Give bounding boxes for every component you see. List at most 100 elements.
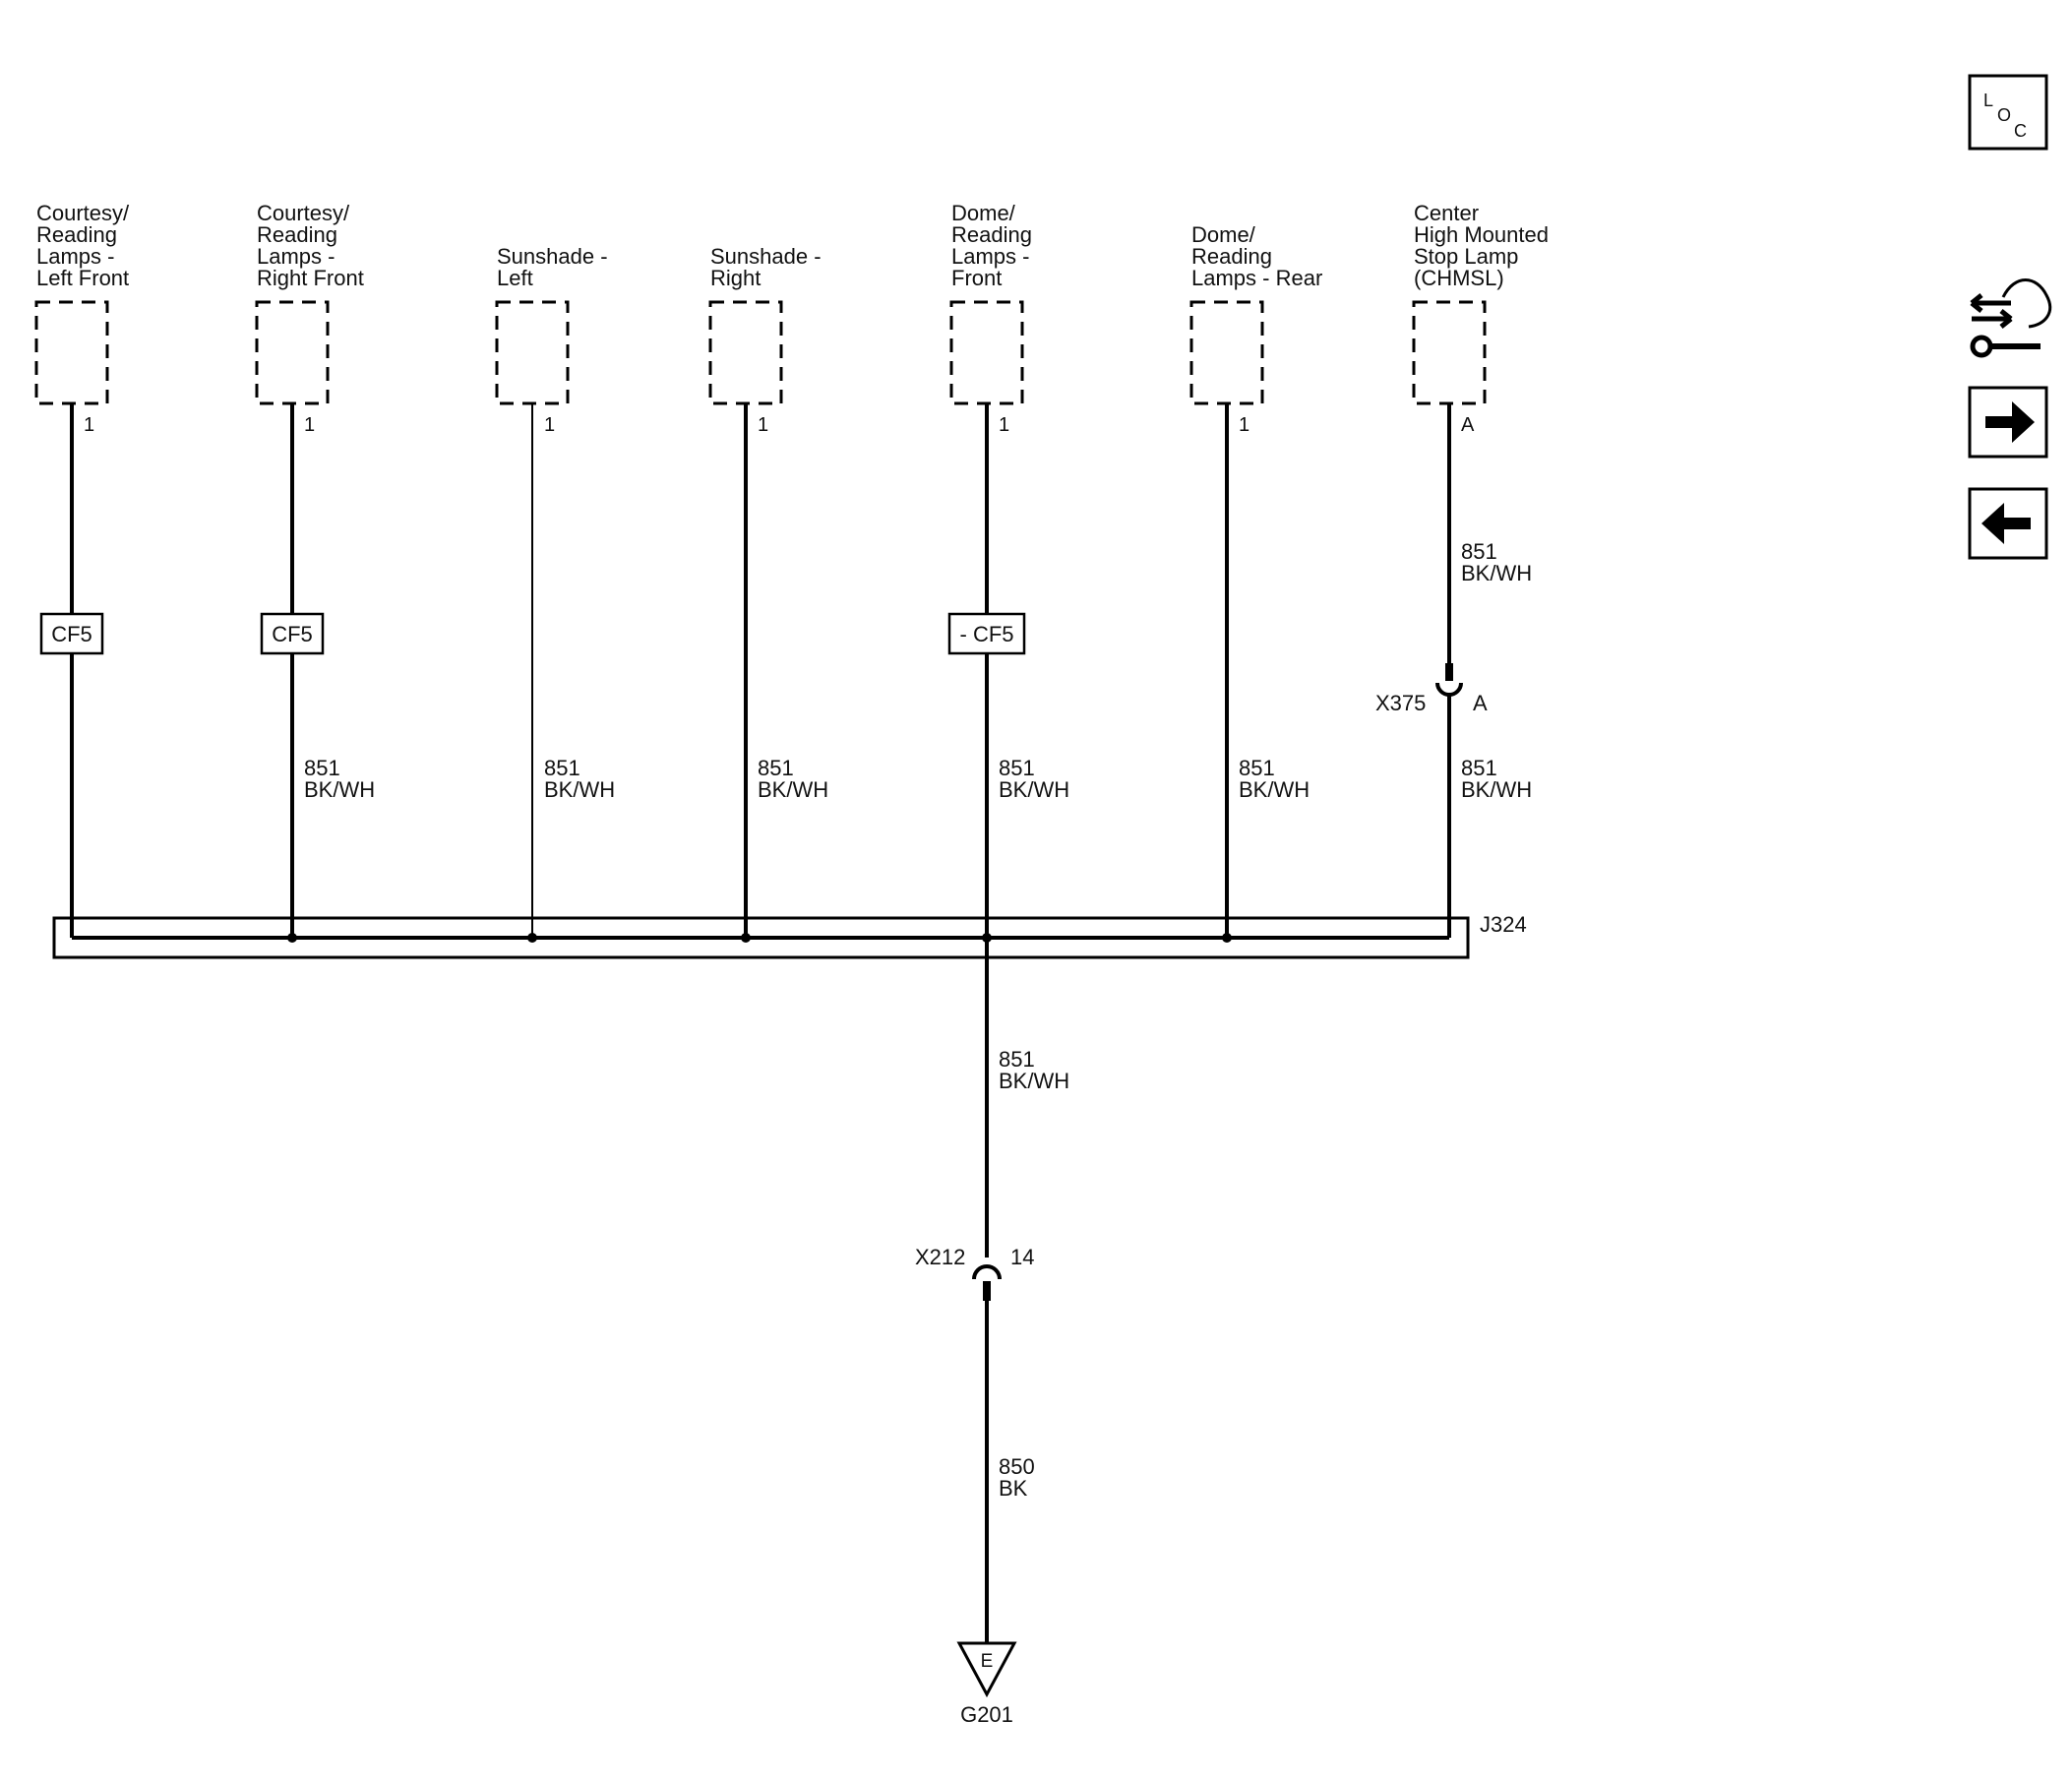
wire-color: BK/WH [544,777,615,802]
wire-color: BK/WH [1461,561,1532,585]
splice-junction-dot [1222,933,1232,943]
ground-letter: E [981,1651,994,1672]
splice-pack-j324: J324 [52,912,1527,959]
component-label: Left [497,266,533,290]
ground-name: G201 [960,1702,1013,1727]
loc-letter: L [1983,91,1993,110]
connector-male-pin [983,1281,991,1301]
component-label: High Mounted [1414,222,1549,247]
component-label: Reading [951,222,1032,247]
component-label: Lamps - [257,244,335,269]
splice-junction-dot [527,933,537,943]
connector-name: X375 [1375,691,1426,715]
component-label: Dome/ [1191,222,1256,247]
component-outline [255,300,330,405]
component-label: Right Front [257,266,364,290]
inline-harness-label: CF5 [272,622,313,646]
component-label: Stop Lamp [1414,244,1518,269]
component-label: Lamps - Rear [1191,266,1322,290]
component-label: Dome/ [951,201,1016,225]
splice-junction-dot [287,933,297,943]
component-label: Front [951,266,1002,290]
component-outline [495,300,570,405]
inline-harness-box [260,612,325,655]
component-label: Courtesy/ [257,201,350,225]
connector-male-pin [1445,663,1453,681]
connector-name: X212 [915,1245,965,1269]
wire-number: 851 [758,756,794,780]
splice-name: J324 [1480,912,1527,937]
inline-harness-box [947,612,1026,655]
loc-letter: C [2014,121,2027,141]
arrow-right-icon [1985,401,2035,443]
inline-harness-box [39,612,104,655]
loc-letter: O [1997,105,2011,125]
wire-number: 851 [1239,756,1275,780]
wire-number: 851 [544,756,580,780]
next-page-button[interactable] [1968,386,2048,459]
connector-pin: A [1473,691,1488,715]
wire-number: 851 [999,756,1035,780]
component-label: Lamps - [36,244,114,269]
pin-label: A [1461,414,1475,436]
previous-page-button[interactable] [1968,487,2048,560]
wire-color: BK/WH [1239,777,1310,802]
component-outline [1412,300,1487,405]
wire-number: 851 [304,756,340,780]
wire-number: 851 [999,1047,1035,1072]
wire-color: BK/WH [999,777,1069,802]
component-label: Reading [36,222,117,247]
pin-label: 1 [84,414,94,436]
component-label: Right [710,266,761,290]
component-label: Reading [257,222,337,247]
component-label: Sunshade - [710,244,822,269]
pin-label: 1 [1239,414,1249,436]
pin-label: 1 [758,414,768,436]
wire-color: BK/WH [1461,777,1532,802]
arrow-left-icon [1981,503,2031,544]
wire-number: 851 [1461,539,1497,564]
loc-icon [1968,74,2048,151]
service-button[interactable] [1970,278,2052,358]
component-outline [1189,300,1264,405]
component-label: Courtesy/ [36,201,130,225]
nav-buttons: LOC [1968,74,2052,560]
inline-harness-label: CF5 [51,622,92,646]
component-label: Left Front [36,266,129,290]
wire-color: BK [999,1476,1028,1501]
loc-button[interactable]: LOC [1968,74,2048,151]
component-label: Sunshade - [497,244,608,269]
pin-label: 1 [544,414,555,436]
wire-color: BK/WH [999,1069,1069,1093]
pin-label: 1 [304,414,315,436]
component-label: Lamps - [951,244,1029,269]
pin-label: 1 [999,414,1009,436]
component-outline [949,300,1024,405]
inline-harness-label: - CF5 [960,622,1014,646]
component-label: Center [1414,201,1479,225]
splice-junction-dot [741,933,751,943]
component-label: Reading [1191,244,1272,269]
wire-number: 851 [1461,756,1497,780]
splice-pack-outline [52,916,1470,959]
service-wrench-icon [1970,278,2052,358]
ground-symbol [956,1641,1017,1698]
wire-color: BK/WH [304,777,375,802]
wire-color: BK/WH [758,777,828,802]
connector-x375-symbol [1435,682,1463,697]
wire-number: 850 [999,1454,1035,1479]
component-label: (CHMSL) [1414,266,1504,290]
component-outline [34,300,109,405]
component-outline [708,300,783,405]
connector-x212-symbol [972,1264,1002,1280]
